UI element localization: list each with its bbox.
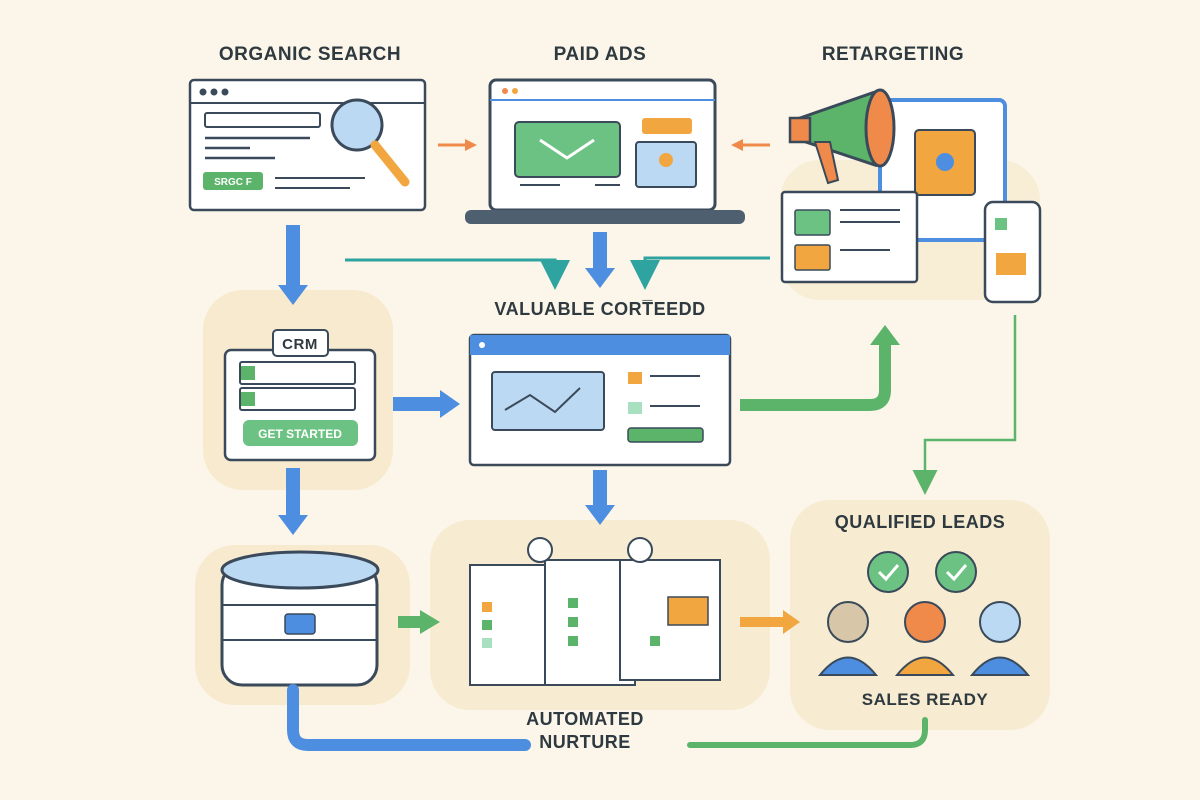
person-icon <box>817 601 879 676</box>
nurture-documents <box>469 537 721 686</box>
crm-form-card: CRM GET STARTED <box>223 329 377 462</box>
laptop-icon <box>465 78 745 224</box>
qualified-leads-label: QUALIFIED LEADS <box>835 512 1006 532</box>
get-started-button-label: GET STARTED <box>258 427 342 441</box>
qualified-leads-group <box>817 551 1031 676</box>
get-started-button[interactable] <box>243 420 358 446</box>
organic-search-label: ORGANIC SEARCH <box>219 44 401 65</box>
envelope-icon <box>667 596 709 626</box>
megaphone-icon <box>788 88 896 185</box>
search-tag-text: SRGC F <box>214 177 252 188</box>
crm-tab-text: CRM <box>282 336 318 353</box>
search-icon <box>330 98 410 187</box>
person-icon <box>894 601 956 676</box>
valuable-content-label: VALUABLE CORT̅EEDD <box>494 299 705 319</box>
automated-label: AUTOMATED <box>526 709 644 729</box>
check-icon <box>241 366 255 380</box>
nurture-label: NURTURE <box>539 732 631 752</box>
person-icon <box>969 601 1031 676</box>
organic-search-card: SRGC F <box>188 78 427 212</box>
search-tag-badge <box>203 172 263 190</box>
arrows <box>278 139 1017 751</box>
check-icon <box>241 392 255 406</box>
database-icon <box>220 550 380 687</box>
sales-ready-label: SALES READY <box>862 690 989 709</box>
retargeting-group <box>780 88 1042 304</box>
paid-ads-label: PAID ADS <box>554 44 647 65</box>
content-card <box>468 333 732 467</box>
retargeting-label: RETARGETING <box>822 44 964 65</box>
phone-icon <box>983 200 1042 304</box>
